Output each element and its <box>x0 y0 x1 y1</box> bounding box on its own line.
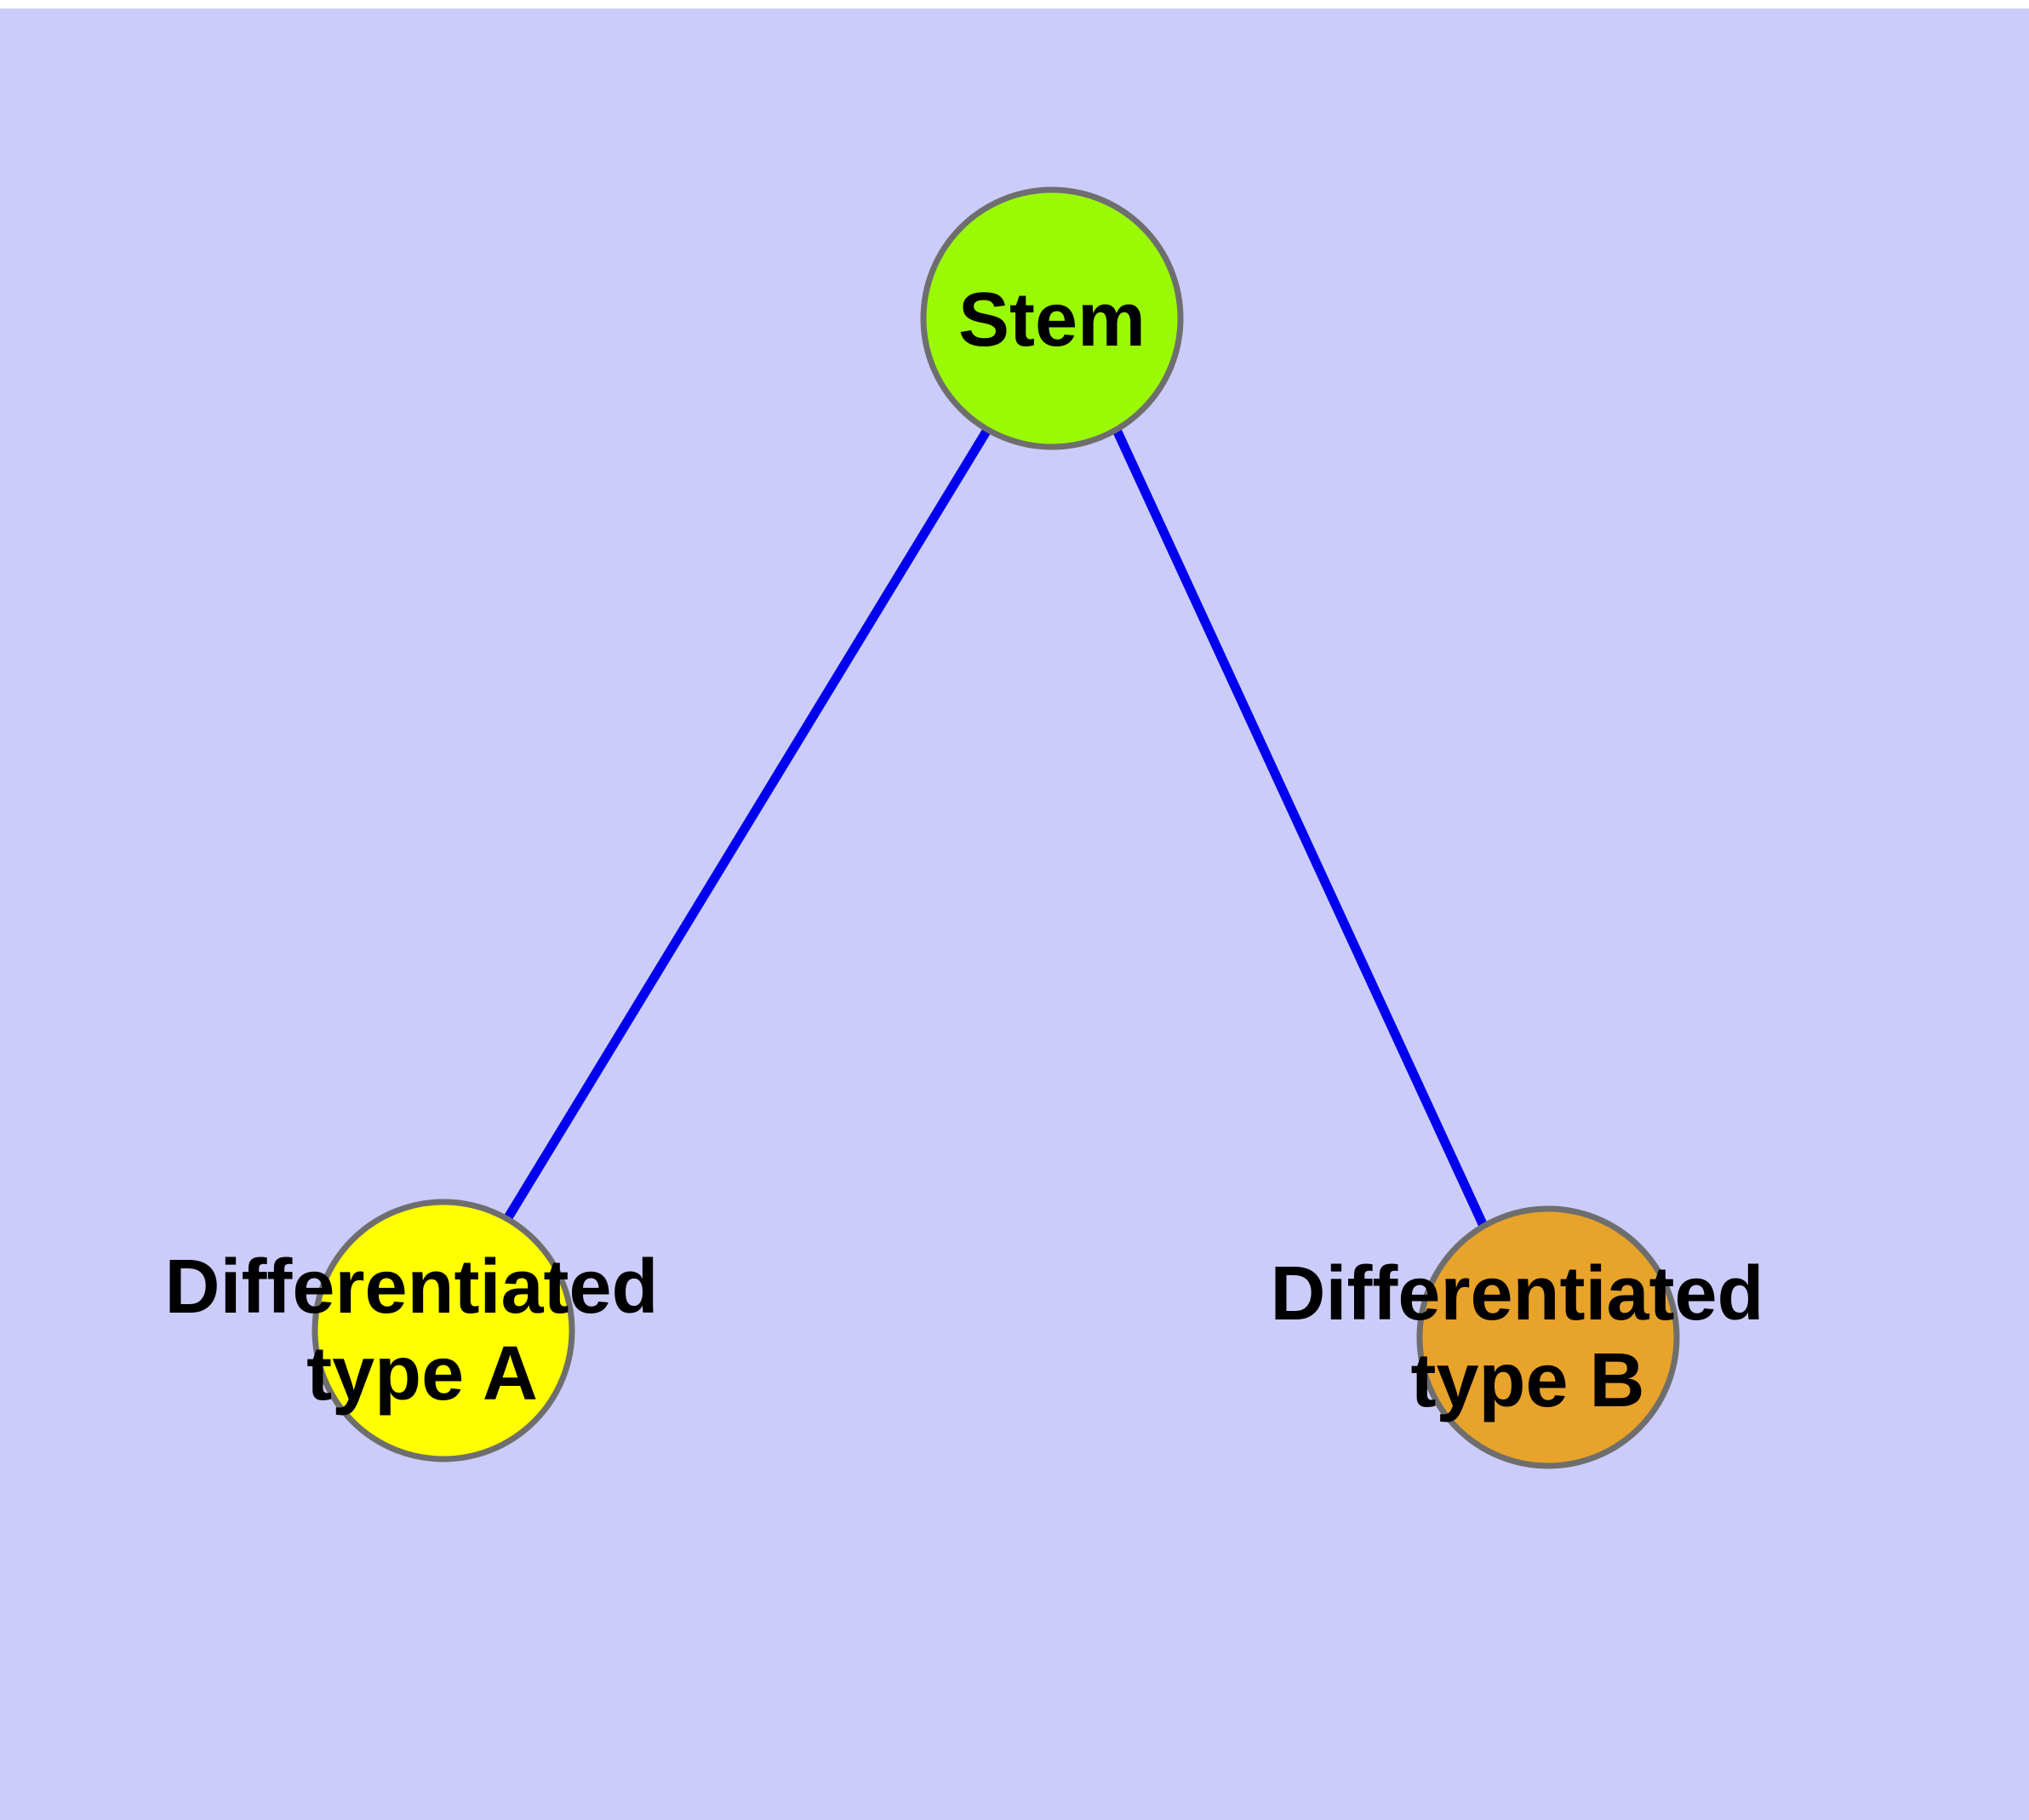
node-layer <box>311 186 1680 1469</box>
node-label-differentiated-type-b: Differentiated type B <box>1270 1251 1785 1423</box>
edge-stem-to-differentiated-type-a[interactable] <box>503 427 992 1222</box>
node-label-differentiated-type-a-line-1: Differentiated <box>164 1245 658 1330</box>
edge-layer <box>503 427 1488 1228</box>
node-label-differentiated-type-b-line-2: type B <box>1410 1338 1644 1423</box>
node-label-differentiated-type-b-line-1: Differentiated <box>1270 1251 1763 1336</box>
node-label-stem-line-1: Stem <box>958 278 1146 363</box>
node-label-differentiated-type-a-line-2: type A <box>306 1331 538 1417</box>
edge-stem-to-differentiated-type-b[interactable] <box>1112 427 1488 1228</box>
node-differentiated-type-a[interactable] <box>311 1199 575 1462</box>
node-label-stem: Stem <box>958 278 1146 363</box>
node-differentiated-type-b[interactable] <box>1416 1205 1680 1469</box>
node-label-differentiated-type-a: Differentiated type A <box>164 1245 679 1417</box>
node-stem[interactable] <box>920 186 1184 450</box>
label-layer: Stem Differentiated type A Differentiate… <box>164 278 1785 1423</box>
